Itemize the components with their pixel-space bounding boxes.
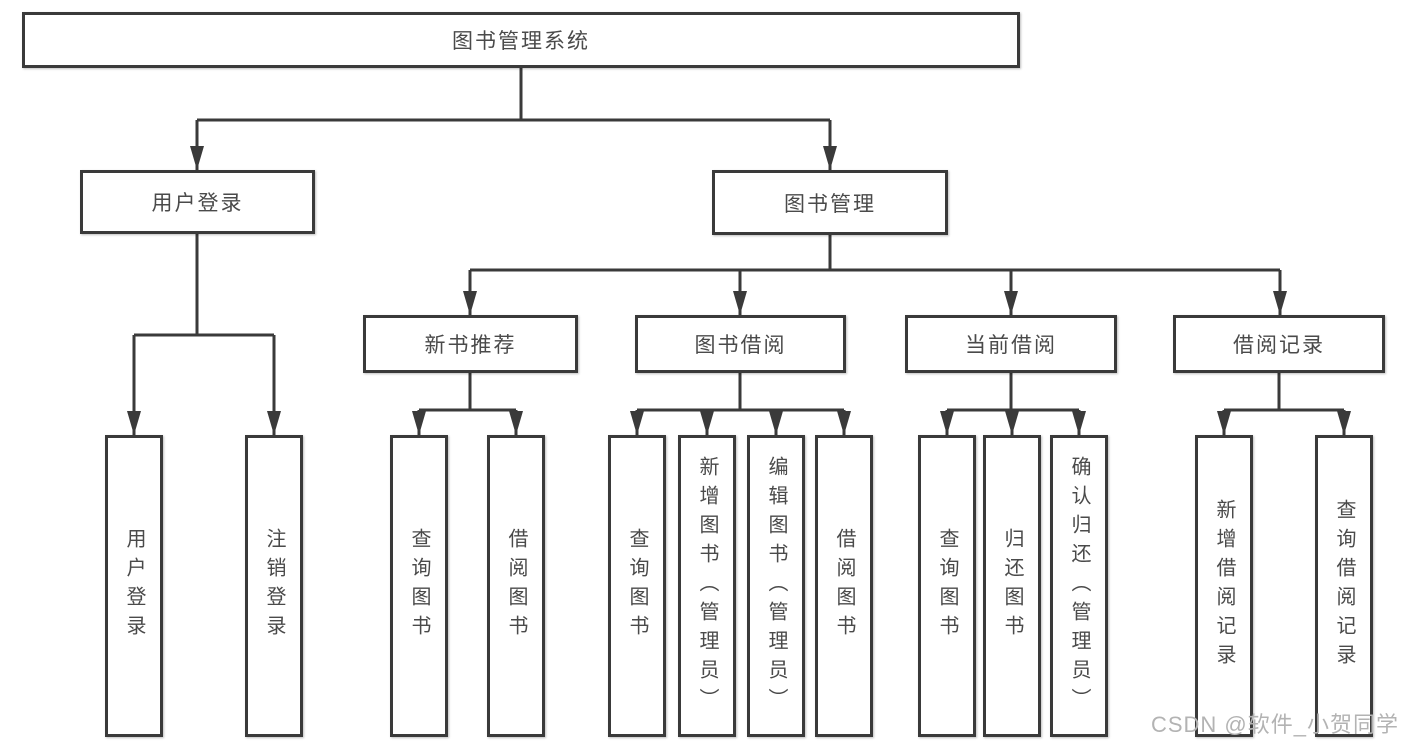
node-user-login: 用户登录 — [80, 170, 315, 234]
node-borrow-records: 借阅记录 — [1173, 315, 1385, 373]
leaf-query-books-current: 查询图书 — [918, 435, 976, 737]
leaf-logout-label: 注销登录 — [263, 528, 285, 644]
leaf-add-borrow-record: 新增借阅记录 — [1195, 435, 1253, 737]
leaf-borrow-books-borrow: 借阅图书 — [815, 435, 873, 737]
leaf-return-book-label: 归还图书 — [1001, 528, 1023, 644]
node-library-system-label: 图书管理系统 — [452, 30, 590, 53]
node-new-book-recommend: 新书推荐 — [363, 315, 578, 373]
leaf-return-book: 归还图书 — [983, 435, 1041, 737]
leaf-borrow-books-newbook-label: 借阅图书 — [505, 528, 527, 644]
leaf-logout: 注销登录 — [245, 435, 303, 737]
leaf-user-login: 用户登录 — [105, 435, 163, 737]
leaf-borrow-books-borrow-label: 借阅图书 — [833, 528, 855, 644]
leaf-user-login-label: 用户登录 — [123, 528, 145, 644]
leaf-query-books-newbook-label: 查询图书 — [408, 528, 430, 644]
connectors — [127, 68, 1351, 435]
leaf-query-books-borrow: 查询图书 — [608, 435, 666, 737]
leaf-add-borrow-record-label: 新增借阅记录 — [1213, 499, 1235, 673]
node-book-management-label: 图书管理 — [784, 192, 876, 216]
leaf-query-books-newbook: 查询图书 — [390, 435, 448, 737]
leaf-borrow-books-newbook: 借阅图书 — [487, 435, 545, 737]
node-current-borrow: 当前借阅 — [905, 315, 1117, 373]
node-new-book-recommend-label: 新书推荐 — [424, 334, 517, 357]
node-book-borrow: 图书借阅 — [635, 315, 846, 373]
csdn-watermark: CSDN @软件_小贺同学 — [1150, 712, 1399, 737]
leaf-query-books-current-label: 查询图书 — [936, 528, 958, 644]
leaf-confirm-return-admin: 确认归还（管理员） — [1050, 435, 1108, 737]
node-borrow-records-label: 借阅记录 — [1233, 334, 1325, 357]
leaf-add-book-admin-label: 新增图书（管理员） — [696, 455, 718, 717]
node-current-borrow-label: 当前借阅 — [965, 334, 1057, 357]
leaf-query-books-borrow-label: 查询图书 — [626, 528, 648, 644]
node-user-login-label: 用户登录 — [151, 192, 244, 215]
leaf-add-book-admin: 新增图书（管理员） — [678, 435, 736, 737]
leaf-edit-book-admin-label: 编辑图书（管理员） — [765, 455, 787, 717]
node-book-management: 图书管理 — [712, 170, 948, 235]
leaf-edit-book-admin: 编辑图书（管理员） — [747, 435, 805, 737]
leaf-confirm-return-admin-label: 确认归还（管理员） — [1068, 455, 1090, 717]
node-book-borrow-label: 图书借阅 — [694, 334, 787, 357]
node-library-system: 图书管理系统 — [22, 12, 1020, 68]
leaf-query-borrow-record-label: 查询借阅记录 — [1333, 499, 1355, 673]
leaf-query-borrow-record: 查询借阅记录 — [1315, 435, 1373, 737]
